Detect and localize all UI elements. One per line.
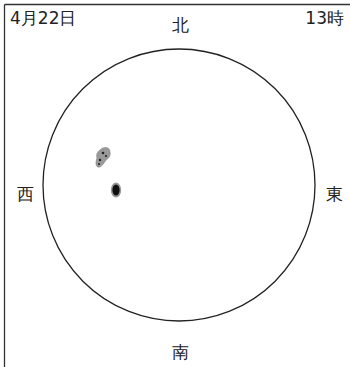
frame-top xyxy=(5,4,350,5)
direction-label: 東 xyxy=(326,186,343,203)
umbra xyxy=(102,152,105,155)
frame-left xyxy=(4,5,5,367)
umbra xyxy=(112,184,119,195)
direction-label: 北 xyxy=(172,17,189,34)
umbra xyxy=(105,155,107,157)
sunspot-lower xyxy=(111,183,121,198)
date-label: 4月22日 xyxy=(10,10,76,27)
direction-label: 南 xyxy=(172,344,189,361)
sunspot-group-upper xyxy=(96,148,110,168)
penumbra xyxy=(111,183,121,198)
umbra xyxy=(98,163,100,165)
penumbra xyxy=(96,148,110,168)
time-label: 13時 xyxy=(305,10,344,27)
umbra xyxy=(99,159,101,161)
sun-disk xyxy=(43,49,315,321)
direction-label: 西 xyxy=(17,186,34,203)
frame xyxy=(5,5,350,367)
